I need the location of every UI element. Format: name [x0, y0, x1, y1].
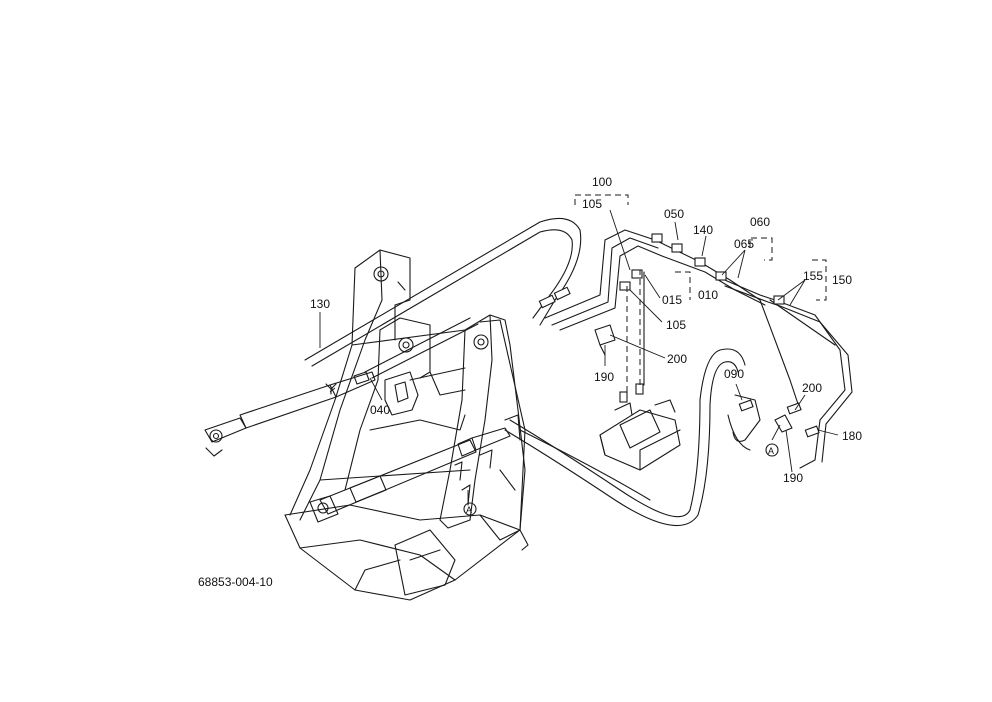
label-130: 130: [310, 297, 330, 311]
label-105-bottom: 105: [666, 318, 686, 332]
group-brackets: [574, 194, 827, 301]
label-190-center: 190: [594, 370, 614, 384]
steel-pipes: [538, 229, 853, 469]
label-050: 050: [664, 207, 684, 221]
leader-lines: [319, 209, 839, 505]
part-labels: 100 105 050 140 060 065 155 150 015 010 …: [198, 175, 862, 589]
hose-lines: [304, 217, 761, 527]
label-065: 065: [734, 237, 754, 251]
label-105-top: 105: [582, 197, 602, 211]
reference-mark-a-right: A: [765, 443, 779, 457]
reference-letter: A: [768, 446, 774, 456]
label-190-right: 190: [783, 471, 803, 485]
label-090: 090: [724, 367, 744, 381]
label-150: 150: [832, 273, 852, 287]
label-200-right: 200: [802, 381, 822, 395]
small-fittings: [454, 324, 793, 506]
label-140: 140: [693, 223, 713, 237]
label-180: 180: [842, 429, 862, 443]
lift-cylinder-upper: [204, 371, 376, 457]
label-100: 100: [592, 175, 612, 189]
label-060: 060: [750, 215, 770, 229]
reference-letter: A: [466, 505, 472, 515]
label-200-center: 200: [667, 352, 687, 366]
label-015: 015: [662, 293, 682, 307]
drawing-id: 68853-004-10: [198, 575, 273, 589]
label-010: 010: [698, 288, 718, 302]
label-040: 040: [370, 403, 390, 417]
fitting-symbol: [325, 383, 337, 395]
control-valve: [599, 270, 681, 471]
lift-cylinder-lower: [309, 427, 511, 523]
loader-frame: [284, 249, 529, 601]
reference-mark-a-left: A: [463, 502, 477, 516]
label-155: 155: [803, 269, 823, 283]
